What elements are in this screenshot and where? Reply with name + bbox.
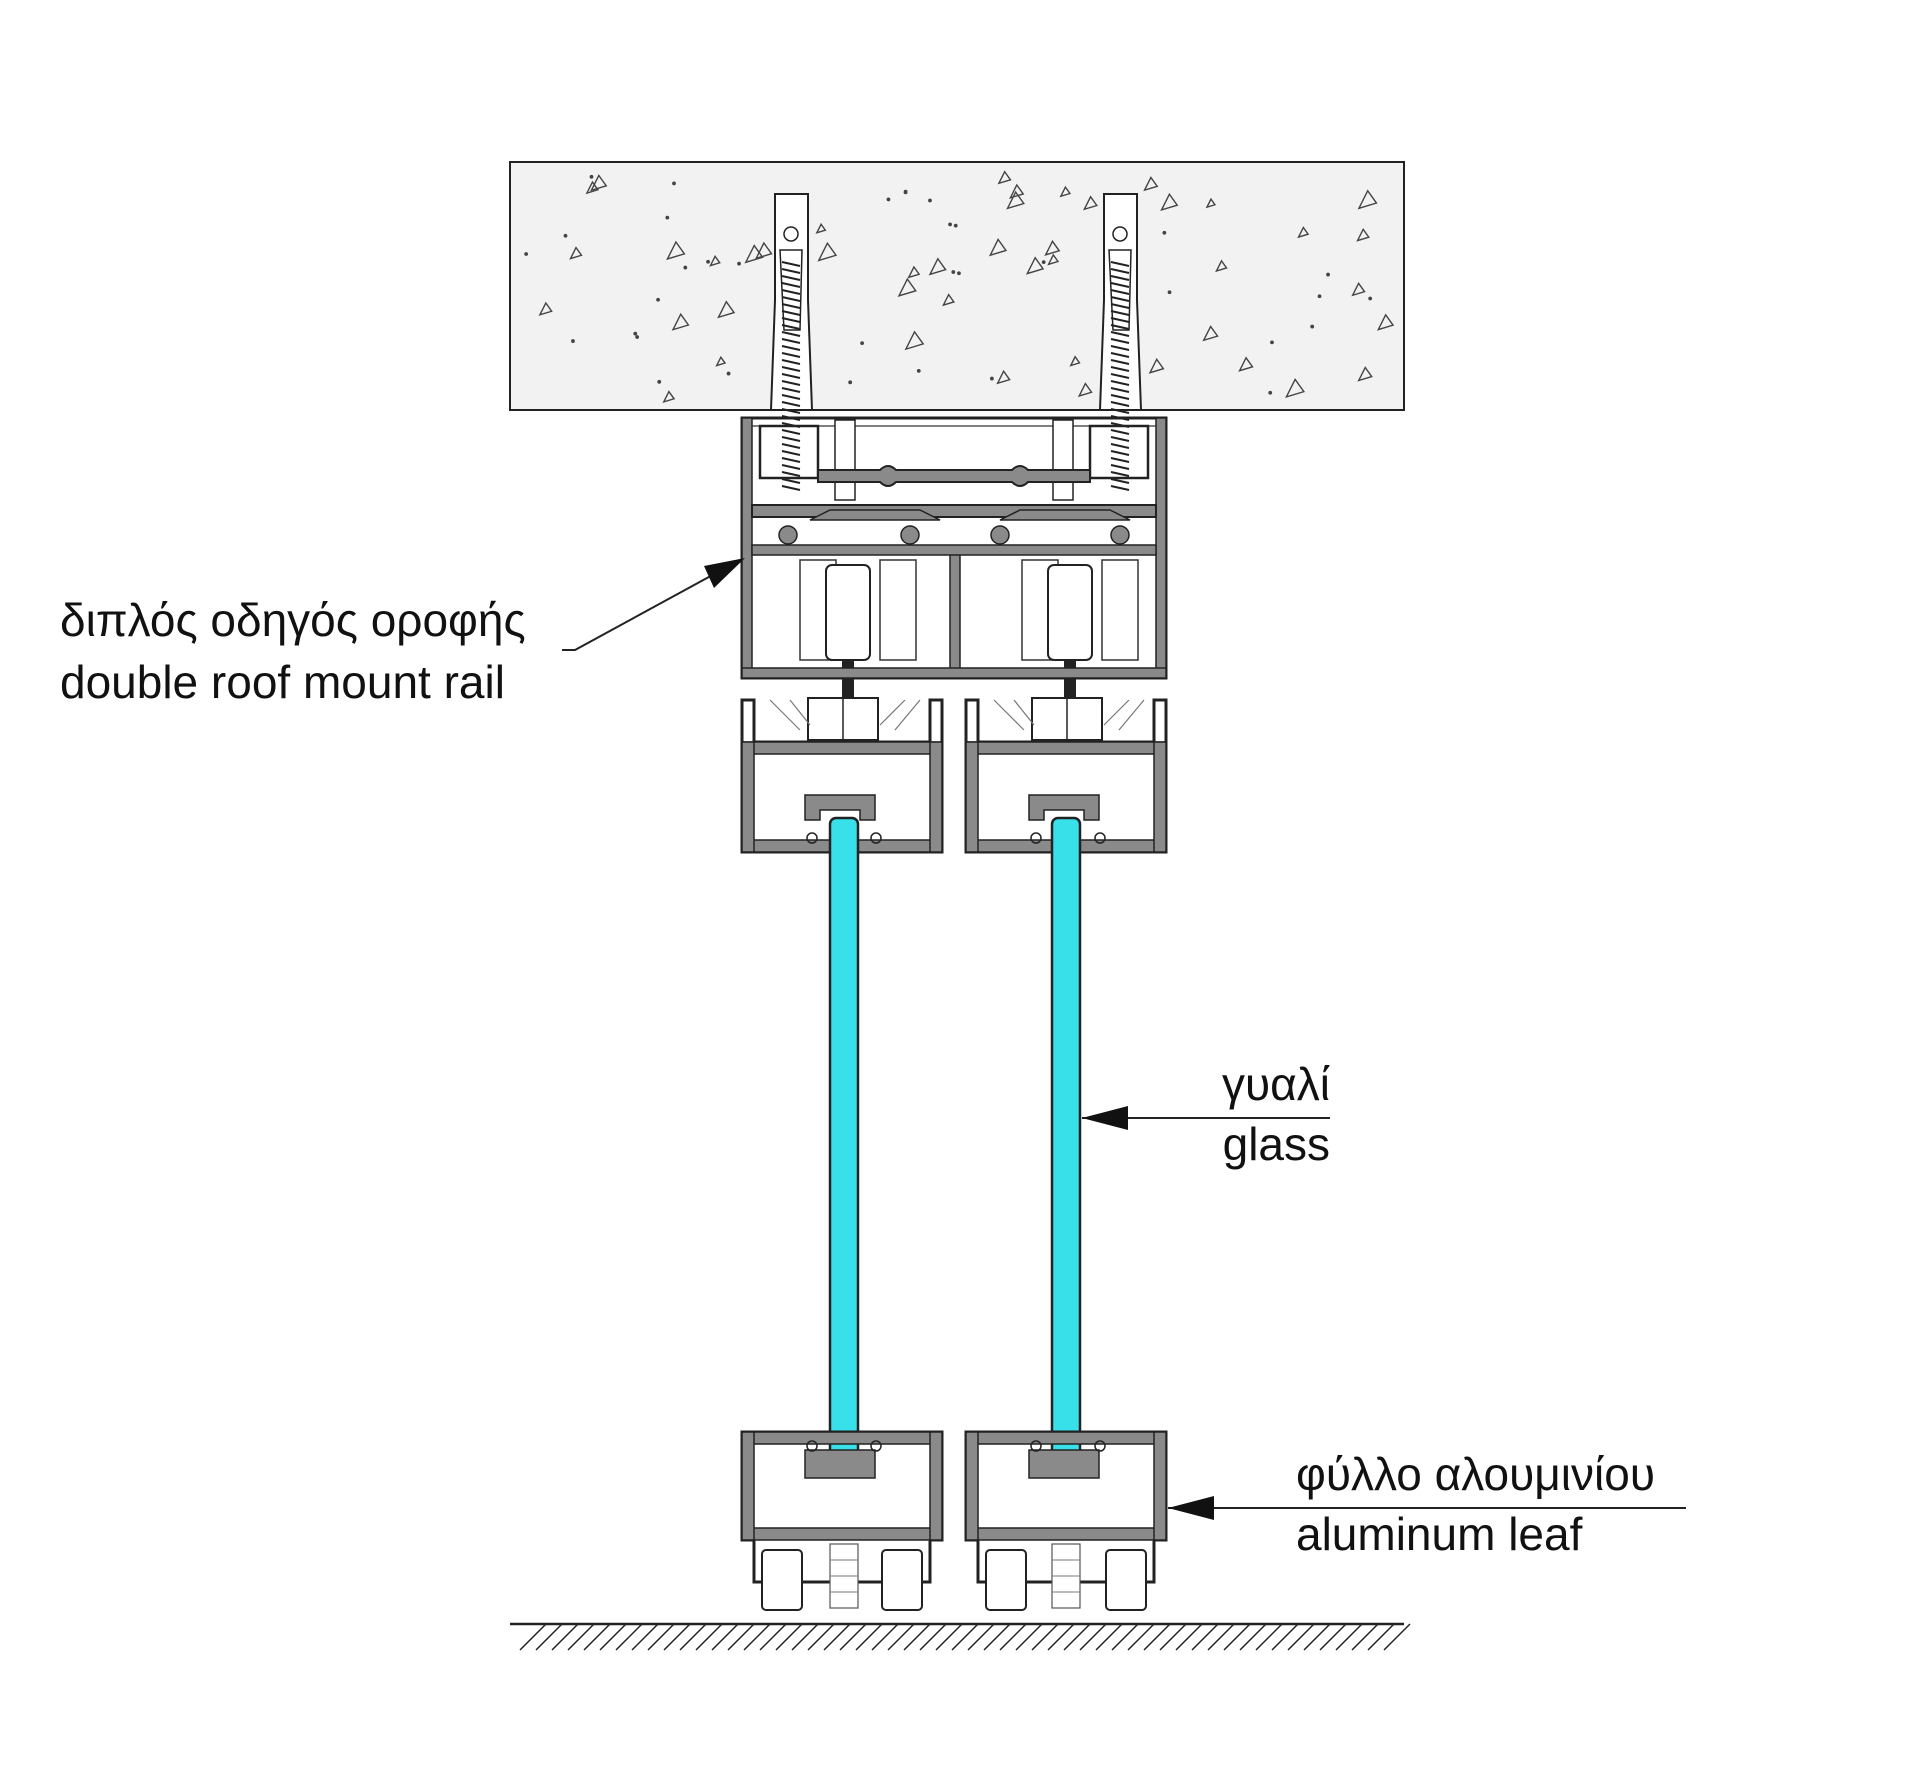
anchor-right xyxy=(1098,193,1143,491)
leader-glass xyxy=(1082,1106,1330,1130)
double-roof-rail xyxy=(740,416,1168,700)
bottom-sash-right xyxy=(964,1430,1168,1611)
arrow-head-glass xyxy=(1082,1106,1128,1130)
glass-panes xyxy=(828,816,1082,1466)
anchor-left xyxy=(769,193,814,491)
glass-pane-right xyxy=(1050,816,1082,1466)
bottom-sash-left xyxy=(740,1430,944,1611)
concrete-ceiling xyxy=(509,161,1405,411)
leader-rail xyxy=(562,558,745,651)
glass-label-greek: γυαλί xyxy=(1222,1058,1330,1110)
leaf-label-greek: φύλλο αλουμινίου xyxy=(1296,1448,1655,1500)
leader-leaf xyxy=(1168,1496,1686,1520)
rail-label-greek: διπλός οδηγός οροφής xyxy=(60,594,526,646)
rail-label-english: double roof mount rail xyxy=(60,656,505,708)
leaf-label-english: aluminum leaf xyxy=(1296,1508,1583,1560)
ceiling-slab xyxy=(509,161,1405,411)
concrete-aggregate xyxy=(524,170,1395,404)
top-sash-right xyxy=(964,697,1168,854)
floor xyxy=(510,1622,1411,1651)
glass-pane-left xyxy=(828,816,860,1466)
glass-label-english: glass xyxy=(1223,1118,1330,1170)
arrow-head-leaf xyxy=(1168,1496,1214,1520)
top-sash-left xyxy=(740,697,944,854)
arrow-head-rail xyxy=(704,558,745,588)
